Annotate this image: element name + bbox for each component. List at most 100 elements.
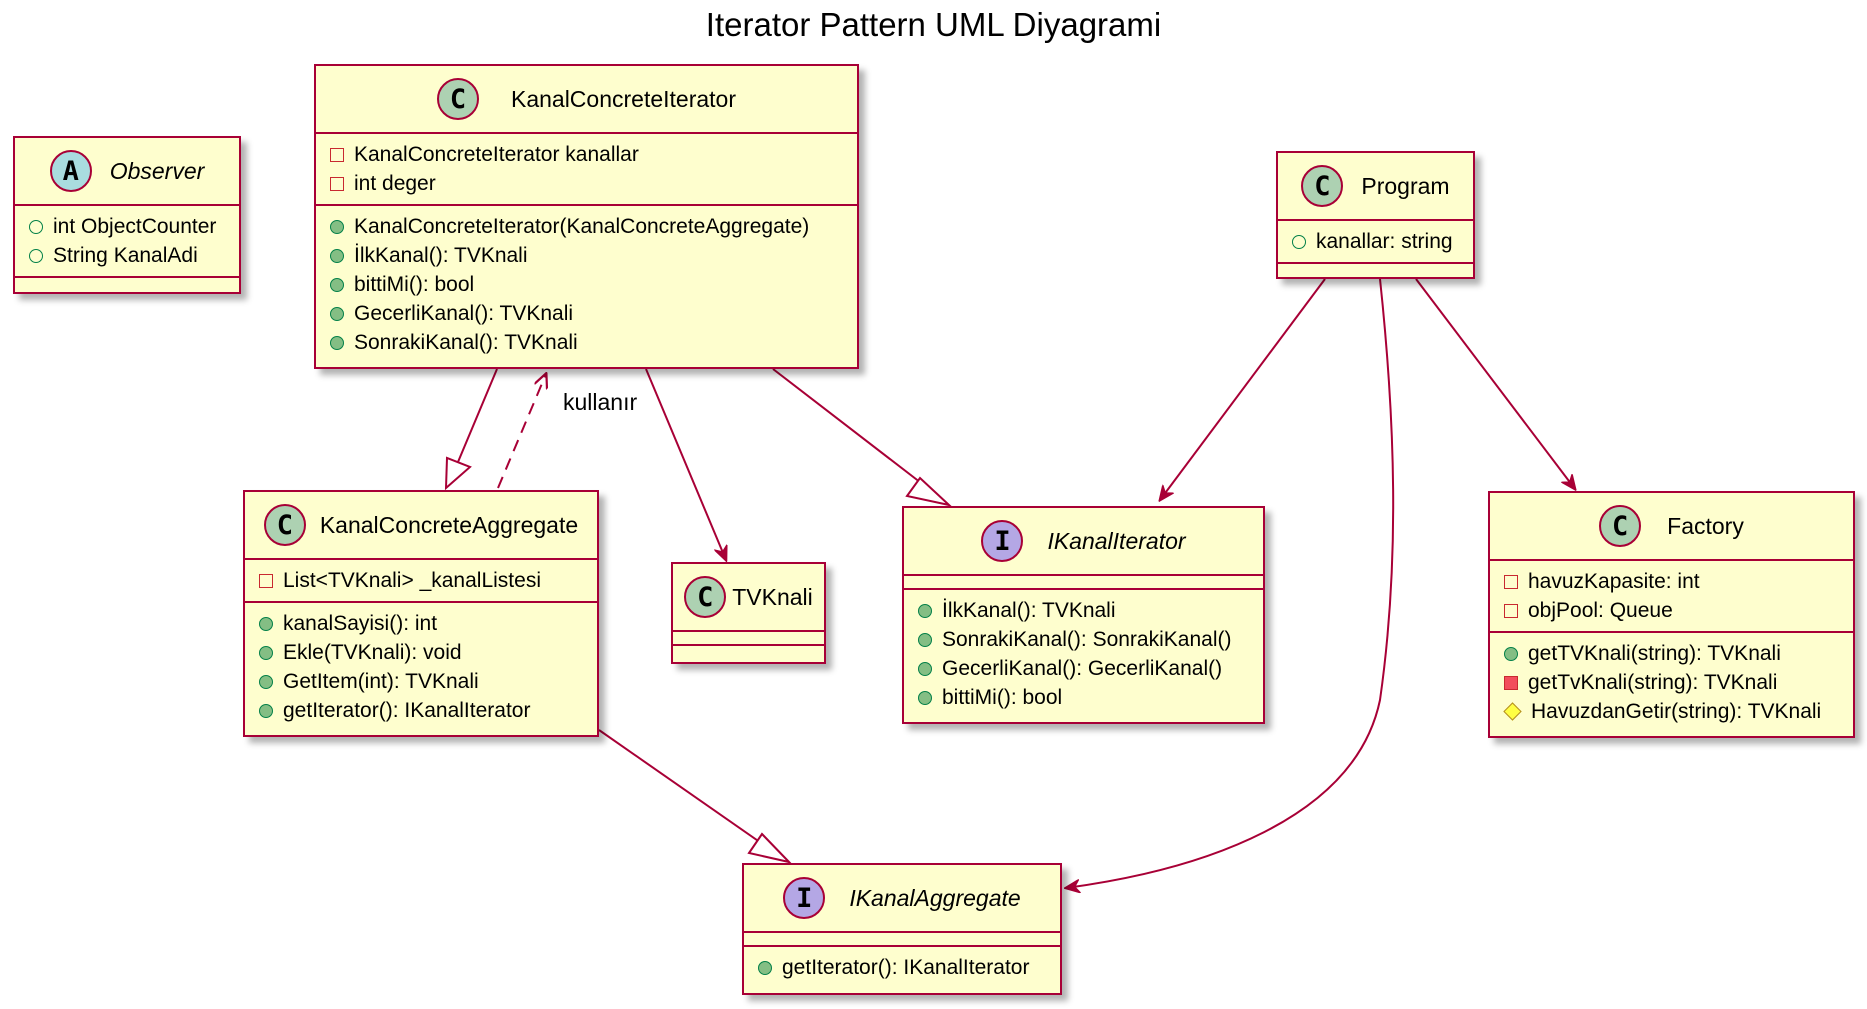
private-field-icon [330,176,344,191]
method-row: İlkKanal(): TVKnali [316,241,857,270]
public-method-icon [918,661,932,676]
edge-label-kullanir: kullanır [563,389,637,415]
public-method-icon [918,632,932,647]
method-row: bittiMi(): bool [316,270,857,299]
field-declaration: List<TVKnali> _kanalListesi [283,568,541,592]
method-signature: getIterator(): IKanalIterator [782,955,1030,979]
diagram-title: Iterator Pattern UML Diyagrami [705,6,1162,43]
edge-iterator-realizes-ikanaliterator [772,368,953,507]
class-kanal-concrete-iterator[interactable]: C KanalConcreteIterator KanalConcreteIte… [314,64,859,369]
public-field-icon [29,219,43,234]
class-header: C KanalConcreteIterator [316,66,857,134]
method-row: GecerliKanal(): TVKnali [316,299,857,328]
private-method-icon [1504,675,1518,690]
edge-aggregate-realizes-ikanalaggregate [598,729,793,864]
method-signature: GetItem(int): TVKnali [283,669,479,693]
interface-ikanal-aggregate[interactable]: I IKanalAggregate getIterator(): IKanalI… [742,863,1062,995]
class-kanal-concrete-aggregate[interactable]: C KanalConcreteAggregate List<TVKnali> _… [243,490,599,737]
public-method-icon [1504,646,1518,661]
class-header: I IKanalAggregate [744,865,1060,933]
method-row: GetItem(int): TVKnali [245,667,597,696]
method-row: getIterator(): IKanalIterator [245,696,597,725]
method-signature: GecerliKanal(): TVKnali [354,301,574,325]
public-method-icon [758,960,772,975]
method-signature: SonrakiKanal(): TVKnali [354,330,578,354]
method-row: SonrakiKanal(): TVKnali [316,328,857,357]
method-signature: İlkKanal(): TVKnali [354,243,528,267]
field-row: kanallar: string [1278,227,1473,256]
interface-badge-icon: I [783,877,826,919]
method-list: getIterator(): IKanalIterator [744,947,1060,988]
private-field-icon [1504,574,1518,589]
class-name: KanalConcreteAggregate [319,511,579,538]
method-signature: bittiMi(): bool [354,272,475,296]
method-row: getTVKnali(string): TVKnali [1490,639,1853,668]
class-factory[interactable]: C Factory havuzKapasite: int objPool: Que… [1488,491,1855,738]
class-name: TVKnali [732,583,813,610]
method-signature: HavuzdanGetir(string): TVKnali [1531,699,1822,723]
method-row: KanalConcreteIterator(KanalConcreteAggre… [316,212,857,241]
public-method-icon [330,306,344,321]
class-name: IKanalIterator [1047,527,1186,554]
method-signature: SonrakiKanal(): SonrakiKanal() [942,627,1232,651]
edge-aggregate-uses-iterator: kullanır [497,374,637,489]
method-signature: getTVKnali(string): TVKnali [1528,641,1781,665]
field-row: objPool: Queue [1490,596,1853,625]
class-name: Program [1361,172,1450,199]
edge-program-to-ikanalaggregate [1066,278,1395,888]
field-row: int deger [316,169,857,198]
method-row: bittiMi(): bool [904,683,1263,712]
edge-iterator-to-tvknali [645,368,726,560]
public-method-icon [330,277,344,292]
method-list: getTVKnali(string): TVKnali getTvKnali(st… [1490,633,1853,732]
class-header: I IKanalIterator [904,508,1263,576]
public-method-icon [330,335,344,350]
class-header: C KanalConcreteAggregate [245,492,597,560]
field-declaration: int ObjectCounter [53,214,217,238]
method-signature: İlkKanal(): TVKnali [942,598,1116,622]
abstract-class-badge-icon: A [49,150,92,192]
class-name: Factory [1667,512,1744,539]
field-row: KanalConcreteIterator kanallar [316,140,857,169]
private-field-icon [259,573,273,588]
method-signature: getTvKnali(string): TVKnali [1528,670,1778,694]
field-list: havuzKapasite: int objPool: Queue [1490,561,1853,633]
method-signature: GecerliKanal(): GecerliKanal() [942,656,1223,680]
edge-program-to-ikanaliterator [1160,278,1326,500]
method-row: Ekle(TVKnali): void [245,638,597,667]
class-header: C Program [1278,153,1473,221]
class-header: C TVKnali [673,564,824,632]
public-method-icon [918,690,932,705]
class-badge-icon: C [1301,165,1344,207]
public-method-icon [259,674,273,689]
field-row: int ObjectCounter [15,212,239,241]
method-row: HavuzdanGetir(string): TVKnali [1490,697,1853,726]
field-row: List<TVKnali> _kanalListesi [245,566,597,595]
method-list [15,278,239,290]
method-signature: KanalConcreteIterator(KanalConcreteAggre… [354,214,810,238]
class-program[interactable]: C Program kanallar: string [1276,151,1475,279]
public-method-icon [259,703,273,718]
edge-aggregate-realizes-iterator [444,368,498,491]
protected-method-icon [1503,702,1522,721]
class-header: C Factory [1490,493,1853,561]
class-badge-icon: C [684,576,727,618]
class-header: A Observer [15,138,239,206]
field-declaration: havuzKapasite: int [1528,569,1700,593]
field-declaration: int deger [354,171,436,195]
class-tvknali[interactable]: C TVKnali [671,562,826,664]
field-list [904,576,1263,590]
method-signature: bittiMi(): bool [942,685,1063,709]
field-list [744,933,1060,947]
field-row: havuzKapasite: int [1490,567,1853,596]
field-declaration: String KanalAdi [53,243,198,267]
method-row: GecerliKanal(): GecerliKanal() [904,654,1263,683]
class-badge-icon: C [436,78,479,120]
field-declaration: KanalConcreteIterator kanallar [354,142,639,166]
